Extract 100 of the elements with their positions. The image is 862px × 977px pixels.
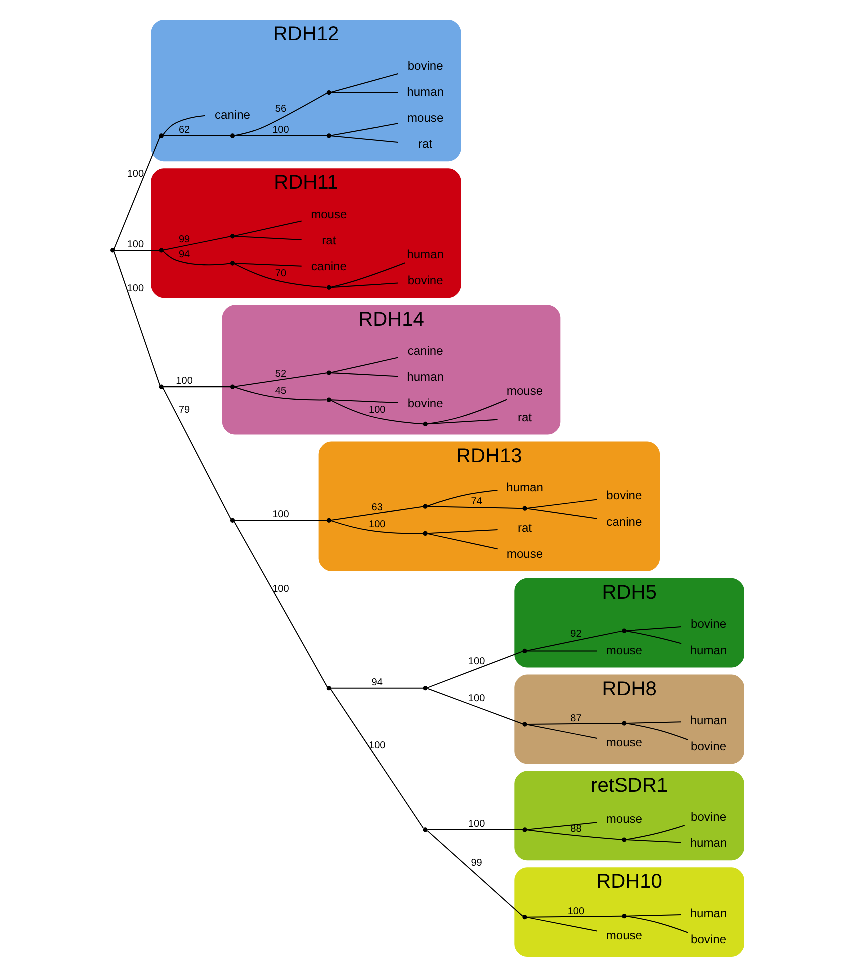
node-text: mouse (606, 812, 642, 826)
edge-label: 70 (274, 268, 286, 280)
connector (234, 92, 327, 136)
connector (526, 724, 597, 739)
connector (426, 399, 507, 425)
connector (330, 357, 398, 374)
node-point (326, 518, 331, 523)
connector (626, 723, 688, 740)
node-text: mouse (606, 736, 642, 750)
edge-label: 52 (274, 369, 286, 380)
connector (626, 722, 681, 724)
node-point (622, 721, 626, 726)
edge-label: 100 (567, 906, 584, 918)
edge-label: 74 (470, 496, 482, 508)
connector (114, 250, 160, 251)
node-point (622, 628, 626, 634)
connector (626, 630, 682, 644)
node-point (622, 838, 626, 842)
connector (113, 252, 160, 386)
node-text: human (690, 714, 727, 728)
node-text: canine (310, 260, 346, 274)
connector (330, 400, 423, 425)
node-point (326, 398, 331, 402)
connector (426, 830, 523, 917)
connector (626, 840, 681, 844)
node-text: mouse (606, 928, 642, 943)
connector (626, 914, 681, 917)
connector (427, 530, 498, 534)
connector (427, 829, 523, 830)
node-point (522, 722, 527, 727)
edge-label: 100 (368, 520, 386, 531)
connector (234, 135, 327, 136)
connector (626, 825, 685, 840)
connector (626, 626, 682, 632)
edge-label: 100 (176, 376, 192, 388)
connector (234, 264, 326, 288)
node-text: mouse (506, 546, 543, 561)
connector (163, 135, 230, 136)
connector (234, 520, 327, 522)
node-text: rat (322, 234, 336, 248)
node-point (158, 248, 164, 253)
node-text: bovine (407, 58, 443, 73)
node-text: mouse (606, 643, 642, 658)
connector (526, 499, 597, 509)
node-text: human (690, 643, 727, 658)
node-text: canine (214, 108, 250, 122)
node-text: rat (517, 410, 532, 424)
node-point (230, 234, 235, 239)
connector (233, 521, 328, 688)
connector (426, 490, 498, 507)
connector (427, 506, 523, 510)
edge-label: 100 (126, 284, 144, 295)
connector (234, 263, 302, 267)
node-text: canine (606, 514, 642, 529)
node-text: bovine (690, 810, 726, 824)
connector (330, 506, 424, 521)
node-text: bovine (690, 740, 726, 754)
node-text: mouse (406, 111, 444, 126)
edge-label: 87 (570, 714, 582, 725)
edge-label: 100 (368, 405, 386, 416)
connector (526, 830, 622, 840)
node-point (110, 248, 115, 253)
connector (162, 250, 230, 266)
edge-label: 45 (274, 386, 286, 398)
connector (330, 688, 424, 689)
edge-label: 100 (126, 169, 144, 180)
node-point (522, 648, 527, 654)
connector (330, 123, 398, 136)
node-point (230, 261, 235, 266)
edge-label: 63 (371, 502, 382, 514)
connector (162, 115, 206, 136)
connector (234, 220, 302, 237)
connector (330, 520, 423, 534)
node-point (522, 506, 527, 511)
node-text: rat (517, 520, 532, 535)
connector (330, 73, 398, 93)
connector (163, 386, 230, 388)
connector (330, 136, 398, 143)
node-point (230, 384, 235, 390)
node-text: human (690, 836, 727, 850)
node-point (522, 828, 527, 832)
edge-label: 100 (126, 239, 144, 250)
connector (427, 419, 498, 425)
node-point (622, 914, 626, 919)
edge-label: 79 (178, 405, 190, 416)
node-point (326, 285, 331, 290)
edge-label: 100 (468, 818, 485, 830)
connector (162, 388, 231, 520)
edge-label: 100 (272, 124, 289, 136)
connector (330, 92, 398, 94)
node-text: bovine (407, 274, 443, 288)
node-point (326, 686, 331, 691)
connector (234, 386, 326, 401)
node-text: bovine (690, 932, 726, 947)
connector (626, 916, 688, 934)
edge-label: 100 (468, 693, 485, 704)
node-point (158, 134, 164, 138)
connector (163, 236, 230, 251)
node-text: canine (407, 344, 443, 358)
node-point (422, 504, 428, 509)
